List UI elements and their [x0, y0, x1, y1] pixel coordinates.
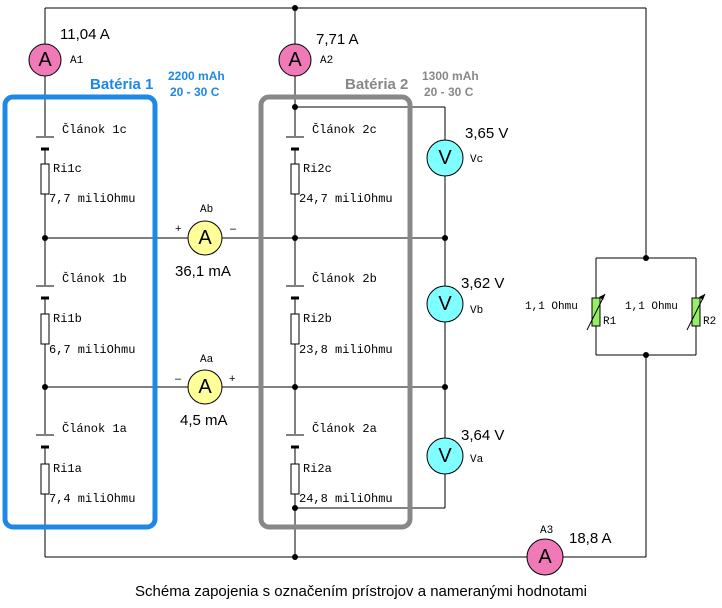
ri-2a-value: 24,8 miliOhmu — [299, 492, 393, 506]
ammeter-ab-minus: – — [230, 223, 237, 235]
load-r2-value: 1,1 Ohmu — [625, 301, 678, 313]
battery2-title: Batéria 2 — [345, 76, 408, 93]
load-resistor-r1: R1 1,1 Ohmu — [525, 293, 617, 331]
ammeter-a3-symbol: A — [538, 546, 552, 568]
ammeter-a1-tag: A1 — [70, 55, 84, 67]
battery1-frame — [2, 94, 158, 530]
ri-2a-label: Ri2a — [303, 462, 332, 476]
ri-2c-label: Ri2c — [303, 162, 332, 176]
ammeter-ab: A Ab + – 36,1 mA — [175, 204, 237, 280]
voltmeter-vb-symbol: V — [438, 293, 452, 315]
ri-1a-label: Ri1a — [53, 462, 82, 476]
ammeter-a3-tag: A3 — [540, 525, 553, 537]
voltmeter-vc-value: 3,65 V — [465, 125, 508, 142]
battery1-title: Batéria 1 — [90, 76, 153, 93]
ammeter-aa-value: 4,5 mA — [180, 412, 228, 429]
ammeter-a2: A A2 7,71 A — [278, 31, 359, 77]
ri-2b-value: 23,8 miliOhmu — [299, 343, 393, 357]
voltmeter-va-symbol: V — [438, 445, 452, 467]
ammeter-ab-symbol: A — [198, 227, 212, 249]
voltmeter-va: V Va 3,64 V — [426, 427, 504, 475]
battery2-capacity: 1300 mAh — [422, 69, 479, 83]
battery2-frame — [258, 94, 413, 530]
ri-1c-value: 7,7 miliOhmu — [49, 192, 135, 206]
ammeter-aa: A Aa – + 4,5 mA — [175, 354, 235, 429]
battery1-rate: 20 - 30 C — [170, 85, 220, 99]
ammeter-ab-value: 36,1 mA — [175, 263, 231, 280]
ammeter-aa-minus: – — [175, 373, 182, 385]
battery1-capacity: 2200 mAh — [168, 69, 225, 83]
load-r2-tag: R2 — [703, 316, 716, 328]
ri-1c-label: Ri1c — [53, 162, 82, 176]
ri-2c-value: 24,7 miliOhmu — [299, 192, 393, 206]
voltmeter-vc-symbol: V — [438, 147, 452, 169]
junction-dots — [42, 5, 649, 560]
load-r1-tag: R1 — [603, 316, 617, 328]
ri-1a-value: 7,4 miliOhmu — [49, 492, 135, 506]
ammeter-a1-symbol: A — [38, 49, 52, 71]
cell-2c-label: Článok 2c — [312, 122, 377, 137]
internal-resistors — [40, 163, 300, 495]
cell-1a-label: Článok 1a — [62, 421, 127, 436]
voltmeter-vc: V Vc 3,65 V — [426, 125, 508, 177]
load-r1-value: 1,1 Ohmu — [525, 301, 578, 313]
ri-1b-value: 6,7 miliOhmu — [49, 343, 135, 357]
diagram-caption: Schéma zapojenia s označením prístrojov … — [135, 583, 587, 600]
cell-2b-label: Článok 2b — [312, 271, 377, 286]
voltmeter-va-tag: Va — [470, 454, 484, 466]
voltmeter-va-value: 3,64 V — [461, 427, 504, 444]
cell-symbols — [36, 136, 304, 449]
voltmeter-vb: V Vb 3,62 V — [426, 275, 504, 323]
ammeter-a3: A A3 18,8 A — [526, 525, 612, 576]
cell-1c-label: Článok 1c — [62, 122, 127, 137]
ammeter-a1-value: 11,04 A — [60, 26, 110, 43]
voltmeter-vb-value: 3,62 V — [461, 275, 504, 292]
ammeter-aa-symbol: A — [198, 376, 212, 398]
load-resistor-r2: R2 1,1 Ohmu — [625, 293, 716, 331]
ammeter-a2-value: 7,71 A — [316, 31, 359, 48]
ammeter-a2-tag: A2 — [320, 55, 333, 67]
ammeter-aa-plus: + — [229, 373, 235, 385]
ammeter-a1: A A1 11,04 A — [28, 26, 110, 77]
ri-2b-label: Ri2b — [303, 312, 332, 326]
ri-1b-label: Ri1b — [53, 312, 82, 326]
ammeter-ab-plus: + — [175, 223, 181, 235]
ammeter-a2-symbol: A — [288, 49, 302, 71]
cell-1b-label: Článok 1b — [62, 271, 127, 286]
voltmeter-vb-tag: Vb — [470, 305, 483, 317]
ammeter-aa-tag: Aa — [200, 354, 214, 366]
cell-2a-label: Článok 2a — [312, 421, 377, 436]
ammeter-ab-tag: Ab — [200, 204, 213, 216]
battery2-rate: 20 - 30 C — [424, 85, 474, 99]
ammeter-a3-value: 18,8 A — [569, 530, 612, 547]
voltmeter-vc-tag: Vc — [470, 154, 483, 166]
